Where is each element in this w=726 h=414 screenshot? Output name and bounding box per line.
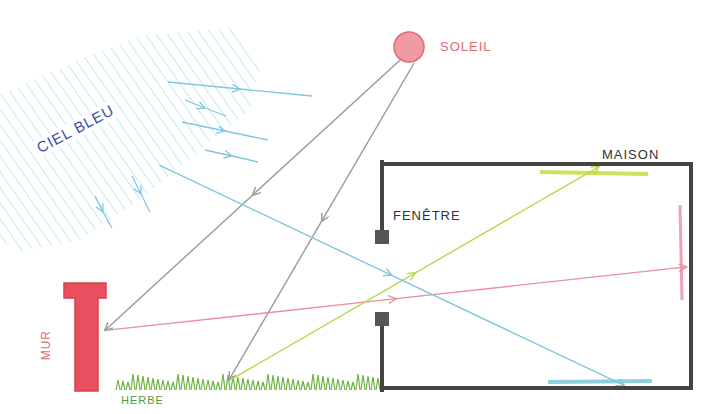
wall-outline: [63, 282, 107, 392]
node-label: HERBE: [121, 394, 164, 407]
light-ray: [159, 165, 624, 385]
sky-hatching: [0, 28, 262, 252]
node-label: MAISON: [602, 147, 659, 163]
window-frame: [375, 230, 389, 244]
window-frame: [375, 312, 389, 326]
window-label: FENÊTRE: [393, 208, 461, 223]
sky-rays: [95, 82, 312, 228]
light-spot: [540, 172, 648, 174]
light-spot: [680, 205, 682, 300]
grass-strip: HERBE: [115, 366, 380, 390]
light-ray: [229, 63, 414, 380]
node-label: MUR: [39, 330, 53, 360]
wall-shape: MUR: [63, 282, 107, 392]
node-label: SOLEIL: [440, 39, 492, 55]
house-box: MAISON: [380, 162, 693, 390]
light-ray: [105, 60, 400, 330]
sky-region: CIEL BLEU: [0, 20, 270, 240]
node-label: CIEL BLEU: [31, 100, 120, 159]
light-spot: [548, 381, 652, 382]
light-ray: [106, 267, 687, 331]
sun-shape: [392, 30, 426, 64]
sun-circle: SOLEIL: [392, 30, 426, 64]
grass-strokes: [116, 374, 380, 390]
house-left-wall: [380, 160, 384, 392]
